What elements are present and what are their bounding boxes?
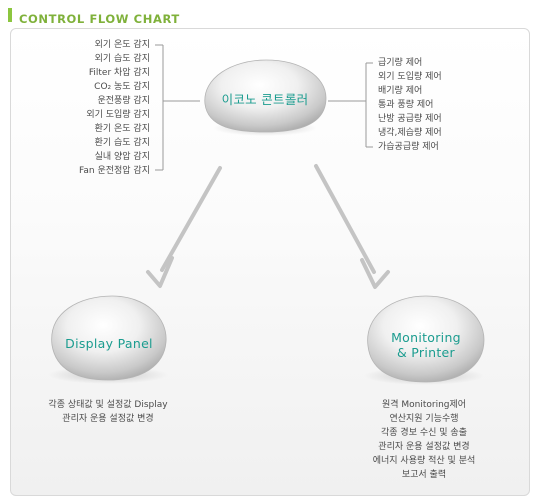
display-function-list: 각종 상태값 및 설정값 Display 관리자 운용 설정값 변경 — [18, 398, 198, 426]
list-item: 가습공급량 제어 — [378, 142, 439, 152]
list-item: 실내 양압 감지 — [94, 152, 150, 162]
list-item: 환기 온도 감지 — [94, 124, 150, 134]
list-item: 외기 온도 감지 — [94, 40, 150, 50]
list-item: 급기량 제어 — [378, 58, 423, 68]
list-item: 외기 도입량 감지 — [86, 110, 150, 120]
control-connector — [328, 62, 373, 148]
list-item: 통과 풍량 제어 — [378, 100, 434, 110]
display-node — [48, 295, 168, 384]
controller-label: 이코노 콘트롤러 — [221, 92, 309, 107]
list-item: 환기 습도 감지 — [94, 138, 150, 148]
list-item: 원격 Monitoring제어 — [381, 400, 467, 410]
controller-node — [204, 59, 327, 136]
list-item: Fan 운전정압 감지 — [79, 166, 150, 176]
page-title: CONTROL FLOW CHART — [19, 12, 180, 26]
list-item: 난방 공급량 제어 — [378, 114, 442, 124]
list-item: 운전풍량 감지 — [97, 96, 150, 106]
list-item: Filter 차압 감지 — [88, 68, 150, 78]
list-item: 냉각,제습량 제어 — [378, 128, 442, 138]
sensor-connector — [155, 44, 200, 171]
list-item: 관리자 운용 설정값 변경 — [378, 442, 470, 452]
monitoring-label: Monitoring & Printer — [368, 330, 484, 360]
list-item: 배기량 제어 — [378, 86, 423, 96]
list-item: 관리자 운용 설정값 변경 — [62, 414, 154, 424]
list-item: 에너지 사용량 적산 및 분석 — [372, 456, 476, 466]
arrow-to-display — [146, 166, 222, 288]
arrow-to-monitoring — [314, 164, 390, 289]
monitoring-label-line2: & Printer — [396, 345, 455, 360]
list-item: 연산지원 기능수행 — [389, 414, 459, 424]
list-item: 각종 상태값 및 설정값 Display — [48, 400, 168, 410]
monitoring-node — [364, 295, 485, 385]
list-item: 보고서 출력 — [401, 470, 447, 480]
sensor-list: 외기 온도 감지 외기 습도 감지 Filter 차압 감지 CO₂ 농도 감지… — [79, 38, 150, 178]
list-item: 각종 경보 수신 및 송출 — [381, 428, 467, 438]
list-item: 외기 도입량 제어 — [378, 72, 442, 82]
control-list: 급기량 제어 외기 도입량 제어 배기량 제어 통과 풍량 제어 난방 공급량 … — [378, 56, 442, 154]
list-item: 외기 습도 감지 — [94, 54, 150, 64]
monitoring-label-line1: Monitoring — [391, 330, 461, 345]
title-bar: CONTROL FLOW CHART — [8, 8, 180, 26]
list-item: CO₂ 농도 감지 — [94, 82, 150, 92]
monitoring-function-list: 원격 Monitoring제어 연산지원 기능수행 각종 경보 수신 및 송출 … — [334, 398, 514, 482]
display-panel-label: Display Panel — [65, 336, 153, 351]
